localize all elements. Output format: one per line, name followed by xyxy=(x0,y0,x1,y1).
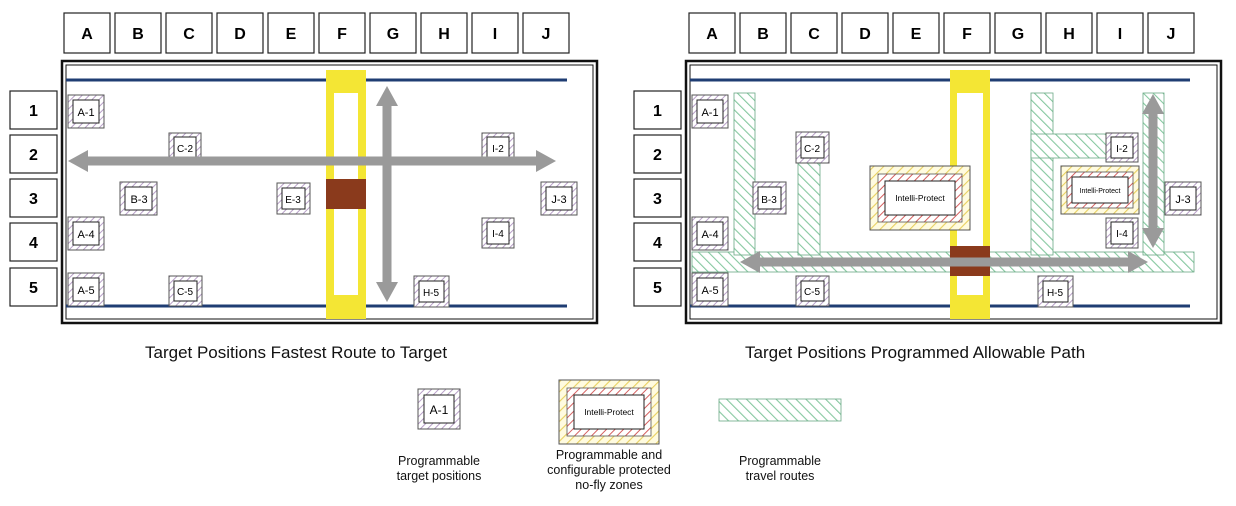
column-header: J xyxy=(542,26,551,43)
target-position: A-1 xyxy=(67,94,105,129)
target-position: J-3 xyxy=(540,181,578,216)
svg-text:I-2: I-2 xyxy=(492,144,504,155)
row-header: 5 xyxy=(29,280,38,297)
svg-text:I-4: I-4 xyxy=(492,229,504,240)
gantry-carriage xyxy=(326,179,366,209)
target-position: A-1 xyxy=(691,94,729,129)
svg-text:H-5: H-5 xyxy=(423,288,440,299)
svg-text:A-1: A-1 xyxy=(77,107,94,119)
svg-text:Intelli-Protect: Intelli-Protect xyxy=(1080,188,1121,195)
column-header: I xyxy=(493,26,497,43)
protected-zone: Intelli-Protect xyxy=(869,165,971,231)
protected-zone: Intelli-Protect xyxy=(1060,165,1140,215)
svg-text:C-5: C-5 xyxy=(177,287,194,298)
column-header: D xyxy=(859,26,871,43)
column-header: J xyxy=(1167,26,1176,43)
target-position: A-5 xyxy=(67,272,105,307)
column-header: D xyxy=(234,26,246,43)
column-header: G xyxy=(387,26,399,43)
fastest-route-arrows xyxy=(68,86,556,302)
left-targets: A-1 C-2 I-2 B-3 E-3 xyxy=(67,94,578,308)
legend-zone-label: Programmable and configurable protected … xyxy=(547,448,671,492)
column-header: H xyxy=(1063,26,1075,43)
row-header: 2 xyxy=(653,147,662,164)
target-position: I-4 xyxy=(1105,217,1139,249)
svg-text:J-3: J-3 xyxy=(1175,194,1190,206)
svg-text:H-5: H-5 xyxy=(1047,288,1064,299)
row-header: 4 xyxy=(29,235,38,252)
target-position: C-5 xyxy=(168,275,203,307)
row-header: 2 xyxy=(29,147,38,164)
right-panel: A B C D E F G H I J 1 2 3 xyxy=(633,12,1223,325)
svg-text:A-1: A-1 xyxy=(701,107,718,119)
svg-text:B-3: B-3 xyxy=(130,194,147,206)
right-row-headers: 1 2 3 4 5 xyxy=(633,90,682,307)
right-targets: A-1 C-2 I-2 B-3 J-3 xyxy=(691,94,1202,308)
svg-text:C-5: C-5 xyxy=(804,287,821,298)
column-header: F xyxy=(337,26,347,43)
left-panel: A B C D E F G H I J 1 2 3 xyxy=(9,12,599,325)
svg-text:C-2: C-2 xyxy=(804,144,821,155)
target-position: A-4 xyxy=(691,216,729,251)
row-header: 4 xyxy=(653,235,662,252)
column-header: G xyxy=(1012,26,1024,43)
left-panel-caption: Target Positions Fastest Route to Target xyxy=(145,343,448,362)
target-position: J-3 xyxy=(1164,181,1202,216)
left-row-headers: 1 2 3 4 5 xyxy=(9,90,58,307)
column-header: C xyxy=(808,26,820,43)
column-header: F xyxy=(962,26,972,43)
svg-text:Intelli-Protect: Intelli-Protect xyxy=(895,193,945,203)
svg-text:E-3: E-3 xyxy=(285,195,301,206)
target-position: E-3 xyxy=(276,182,311,215)
target-position: I-2 xyxy=(1105,132,1139,163)
target-position: A-4 xyxy=(67,216,105,251)
target-position: B-3 xyxy=(752,181,787,215)
target-position: A-5 xyxy=(691,272,729,307)
legend-route-label: Programmable travel routes xyxy=(739,454,821,483)
column-header: E xyxy=(286,26,297,43)
row-header: 1 xyxy=(653,103,662,120)
svg-text:I-2: I-2 xyxy=(1116,144,1128,155)
row-header: 5 xyxy=(653,280,662,297)
svg-text:B-3: B-3 xyxy=(761,195,777,206)
column-header: E xyxy=(911,26,922,43)
svg-text:A-4: A-4 xyxy=(701,229,718,241)
column-header: H xyxy=(438,26,450,43)
gantry-bridge xyxy=(326,70,366,319)
column-header: I xyxy=(1118,26,1122,43)
right-column-headers: A B C D E F G H I J xyxy=(688,12,1195,54)
allowable-path-arrows xyxy=(740,94,1164,273)
column-header: B xyxy=(132,26,144,43)
svg-text:A-5: A-5 xyxy=(77,285,94,297)
column-header: A xyxy=(81,26,93,43)
svg-text:J-3: J-3 xyxy=(551,194,566,206)
legend-route-sample xyxy=(718,398,842,422)
svg-text:Intelli-Protect: Intelli-Protect xyxy=(584,407,634,417)
row-header: 3 xyxy=(653,191,662,208)
svg-text:A-1: A-1 xyxy=(430,403,449,417)
svg-text:A-4: A-4 xyxy=(77,229,94,241)
svg-text:C-2: C-2 xyxy=(177,144,194,155)
target-position: C-2 xyxy=(795,131,830,164)
legend: A-1 Intelli-Protect xyxy=(417,379,842,445)
svg-text:I-4: I-4 xyxy=(1116,229,1128,240)
row-header: 3 xyxy=(29,191,38,208)
target-position: H-5 xyxy=(413,275,450,308)
column-header: B xyxy=(757,26,769,43)
target-position: C-5 xyxy=(795,275,830,307)
target-position: I-4 xyxy=(481,217,515,249)
row-header: 1 xyxy=(29,103,38,120)
column-header: A xyxy=(706,26,718,43)
right-panel-caption: Target Positions Programmed Allowable Pa… xyxy=(745,343,1086,362)
left-column-headers: A B C D E F G H I J xyxy=(63,12,570,54)
legend-target-label: Programmable target positions xyxy=(396,454,482,483)
legend-zone-sample: Intelli-Protect xyxy=(558,379,660,445)
target-position: H-5 xyxy=(1037,275,1074,308)
programmed-travel-routes xyxy=(691,92,1195,273)
target-position: B-3 xyxy=(119,181,158,216)
svg-text:A-5: A-5 xyxy=(701,285,718,297)
legend-target-sample: A-1 xyxy=(417,388,461,430)
column-header: C xyxy=(183,26,195,43)
